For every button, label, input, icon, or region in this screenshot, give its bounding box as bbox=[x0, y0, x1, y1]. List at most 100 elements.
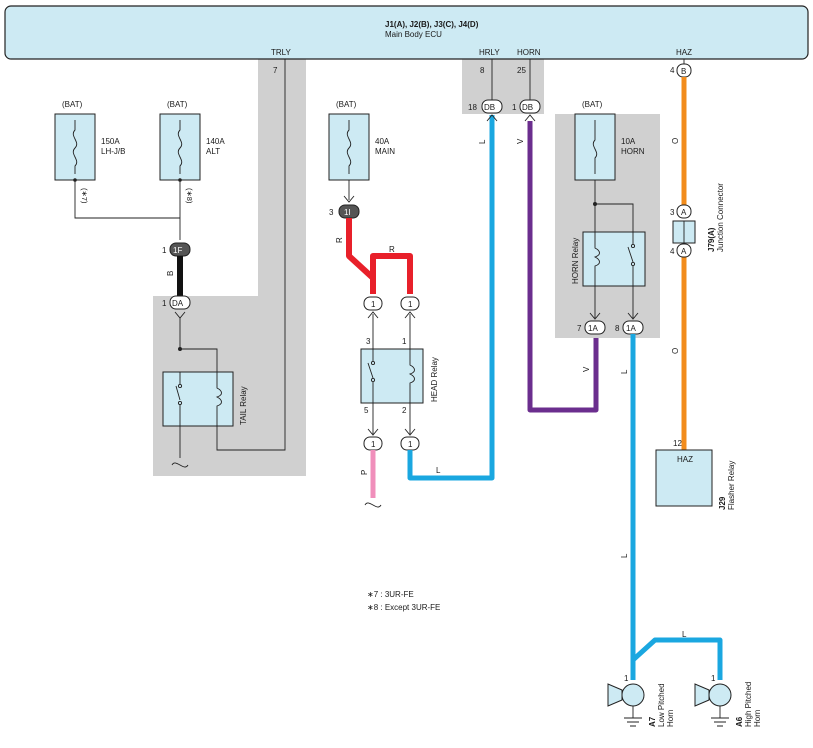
horn-high-icon bbox=[708, 683, 732, 707]
horn-low-name2: Horn bbox=[666, 710, 675, 727]
fuse-10a-rating: 10A bbox=[621, 137, 636, 146]
head-relay-arrow-c bbox=[367, 428, 379, 436]
horn-high-pin: 1 bbox=[711, 674, 716, 683]
ecu-title: J1(A), J2(B), J3(C), J4(D) bbox=[385, 20, 479, 29]
wire-l-blue-horns bbox=[630, 334, 723, 680]
horn-low-ground-icon bbox=[624, 706, 642, 727]
flasher-code: J29 bbox=[718, 496, 727, 510]
c1i-label: 1I bbox=[344, 208, 351, 217]
horn-relay-arrow-b bbox=[627, 312, 639, 320]
fuse-150a-icon bbox=[72, 120, 78, 174]
note-3ur-fe: ∗7 : 3UR-FE bbox=[367, 590, 414, 599]
horn-relay-conn-8-label: 1A bbox=[626, 324, 636, 333]
ground-tilde-icon bbox=[171, 462, 189, 468]
head-relay-pin3: 3 bbox=[366, 337, 371, 346]
head-relay-conn-a-label: 1 bbox=[371, 300, 376, 309]
wire-r-label-1: R bbox=[335, 237, 344, 243]
c1f-pin: 1 bbox=[162, 246, 167, 255]
fuse-10a-source: (BAT) bbox=[582, 100, 603, 109]
flasher-name: Flasher Relay bbox=[727, 461, 736, 510]
wire-p-label: P bbox=[360, 470, 369, 475]
fuse-10a-name: HORN bbox=[621, 147, 645, 156]
wire-r-label-2: R bbox=[389, 245, 395, 254]
j79-connector-top-label: A bbox=[681, 208, 687, 217]
horn-high-name2: Horn bbox=[753, 710, 762, 727]
horn-relay-box bbox=[582, 231, 646, 287]
fuse-40a-rating: 40A bbox=[375, 137, 390, 146]
wire-l-blue-hrly bbox=[407, 115, 495, 481]
tail-relay-coil-icon bbox=[215, 372, 222, 426]
note-except-3ur-fe: ∗8 : Except 3UR-FE bbox=[367, 603, 440, 612]
fuse-40a-name: MAIN bbox=[375, 147, 395, 156]
fuse-40a-source: (BAT) bbox=[336, 100, 357, 109]
fuse-140a-source: (BAT) bbox=[167, 100, 188, 109]
horn-relay-pin8: 8 bbox=[615, 324, 620, 333]
head-relay-coil-icon bbox=[408, 349, 415, 403]
wire-horn-relay-out bbox=[594, 286, 634, 318]
horn-high-ground-icon bbox=[711, 706, 729, 727]
ecu-subtitle: Main Body ECU bbox=[385, 30, 442, 39]
flasher-label: HAZ bbox=[677, 455, 693, 464]
horn-low-code: A7 bbox=[648, 716, 657, 727]
wire-150a-to-1f bbox=[74, 180, 180, 219]
head-relay-pin1: 1 bbox=[402, 337, 407, 346]
head-relay-arrow-d bbox=[404, 428, 416, 436]
horn-relay-arrow-a bbox=[589, 312, 601, 320]
db18-pin: 18 bbox=[468, 103, 477, 112]
fuse-10a-icon bbox=[592, 120, 598, 174]
wire-l-label-hrly-bottom: L bbox=[436, 466, 441, 475]
tail-relay-box bbox=[162, 371, 234, 427]
horn-pin-number: 25 bbox=[517, 66, 526, 75]
wire-tail-feed bbox=[179, 318, 218, 372]
junction-dot bbox=[178, 178, 182, 182]
horn-high-bell-icon bbox=[694, 683, 710, 707]
fuse-140a-note: (∗8) bbox=[185, 188, 194, 204]
head-relay-box bbox=[360, 348, 424, 404]
cda-connector bbox=[169, 295, 191, 310]
db18-label: DB bbox=[484, 103, 495, 112]
j79-connector-bottom-label: A bbox=[681, 247, 687, 256]
flasher-relay-box bbox=[655, 449, 713, 507]
fuse-140a-name: ALT bbox=[206, 147, 220, 156]
wire-v-label-bottom: V bbox=[582, 366, 591, 372]
horn-low-icon bbox=[621, 683, 645, 707]
tail-relay-switch-icon bbox=[175, 372, 181, 426]
j79-name: Junction Connector bbox=[716, 183, 725, 252]
tail-relay-contact bbox=[177, 383, 183, 389]
wire-head-in bbox=[372, 314, 411, 349]
horn-high-name1: High Pitched bbox=[744, 682, 753, 727]
horn-relay-pin7: 7 bbox=[577, 324, 582, 333]
horn-low-name1: Low Pitched bbox=[657, 683, 666, 727]
trly-pin-number: 7 bbox=[273, 66, 278, 75]
j79-code: J79(A) bbox=[707, 227, 716, 252]
db1-label: DB bbox=[522, 103, 533, 112]
c1f-label: 1F bbox=[173, 246, 182, 255]
pink-tilde-icon bbox=[364, 502, 382, 508]
j79-pin3: 3 bbox=[670, 208, 675, 217]
horn-relay-coil-icon bbox=[593, 232, 600, 286]
db1-pin: 1 bbox=[512, 103, 517, 112]
tail-relay-contact bbox=[177, 400, 183, 406]
head-relay-contact bbox=[370, 360, 376, 366]
main-body-ecu bbox=[4, 5, 809, 60]
c1i-arrow bbox=[343, 195, 355, 203]
ecu-pin-haz: HAZ bbox=[676, 48, 692, 57]
db18-connector bbox=[481, 99, 503, 114]
fuse-150a-note: (∗7) bbox=[80, 188, 89, 204]
db1-connector bbox=[519, 99, 541, 114]
horn-high-code: A6 bbox=[735, 716, 744, 727]
db1-arrow bbox=[524, 114, 536, 122]
wire-v-label-top: V bbox=[516, 138, 525, 144]
trly-shaded-area bbox=[258, 52, 306, 300]
wire-head-out bbox=[372, 403, 411, 434]
tail-relay-label: TAIL Relay bbox=[239, 386, 248, 425]
ecu-pin-trly: TRLY bbox=[271, 48, 292, 57]
cda-pin: 1 bbox=[162, 299, 167, 308]
fuse-150a-name: LH-J/B bbox=[101, 147, 125, 156]
head-relay-pin5: 5 bbox=[364, 406, 369, 415]
junction-dot bbox=[178, 347, 182, 351]
hrly-pin-number: 8 bbox=[480, 66, 485, 75]
horn-relay-conn-7 bbox=[584, 320, 606, 335]
fuse-150a-rating: 150A bbox=[101, 137, 120, 146]
